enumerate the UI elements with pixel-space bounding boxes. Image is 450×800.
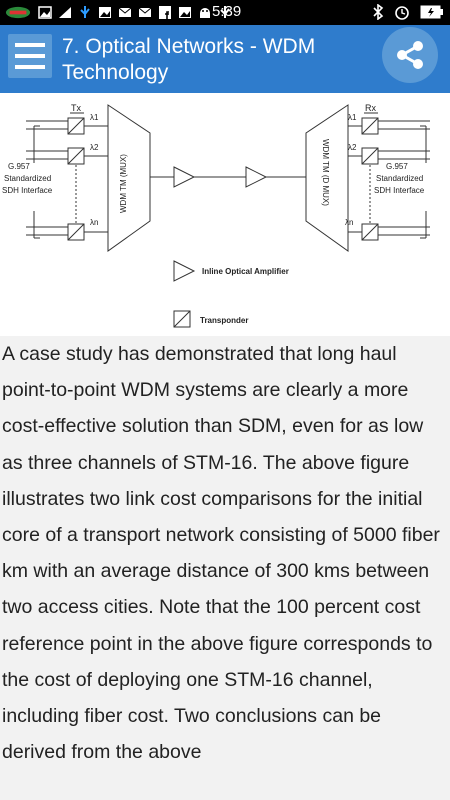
wdm-diagram-figure: Tx Rx λ1 λ2 λn λ1 λ2 λn G.957 Standardiz…	[2, 103, 430, 328]
alarm-icon	[395, 6, 409, 20]
signal-icon	[59, 7, 71, 18]
right-sdh-label-2: Standardized	[376, 174, 423, 183]
left-sdh-label-3: SDH Interface	[2, 186, 53, 195]
demux-label: WDM TM (D MUX)	[321, 139, 330, 206]
lambda-1-left: λ1	[90, 113, 99, 122]
article-content: A case study has demonstrated that long …	[0, 336, 450, 800]
rx-label: Rx	[365, 103, 376, 113]
usb-icon	[80, 6, 90, 18]
bluetooth-icon	[373, 4, 384, 20]
image-icon	[38, 6, 52, 19]
battery-icon	[420, 5, 443, 19]
page-title: 7. Optical Networks - WDM Technology	[62, 35, 316, 84]
tx-label: Tx	[71, 103, 81, 113]
share-icon	[397, 41, 423, 69]
mail-icon	[138, 7, 152, 17]
lambda-1-right: λ1	[348, 113, 357, 122]
lambda-n-right: λn	[345, 218, 353, 227]
image-icon	[179, 7, 191, 18]
right-sdh-label-3: SDH Interface	[374, 186, 425, 195]
lambda-n-left: λn	[90, 218, 98, 227]
carrier-logo-icon	[5, 6, 31, 19]
left-sdh-label-2: Standardized	[4, 174, 51, 183]
android-icon	[200, 8, 210, 18]
article-paragraph: A case study has demonstrated that long …	[2, 343, 440, 764]
app-bar: 7. Optical Networks - WDM Technology	[0, 25, 450, 93]
mux-label: WDM TM (MUX)	[119, 154, 128, 213]
status-time: 5:39	[212, 3, 242, 20]
lambda-2-left: λ2	[90, 143, 99, 152]
legend-transponder-label: Transponder	[200, 316, 248, 325]
image-icon	[99, 7, 111, 18]
wdm-diagram: Tx Rx λ1 λ2 λn λ1 λ2 λn G.957 Standardiz…	[0, 93, 450, 336]
legend-amplifier-label: Inline Optical Amplifier	[202, 267, 289, 276]
status-bar: 5:39	[0, 0, 450, 25]
hamburger-icon	[15, 43, 45, 47]
facebook-icon	[159, 6, 171, 19]
usb-icon	[220, 6, 230, 18]
right-sdh-label-1: G.957	[386, 162, 408, 171]
mail-icon	[118, 7, 132, 17]
left-sdh-label-1: G.957	[8, 162, 30, 171]
share-button[interactable]	[382, 27, 438, 83]
lambda-2-right: λ2	[348, 143, 357, 152]
menu-button[interactable]	[8, 34, 52, 78]
